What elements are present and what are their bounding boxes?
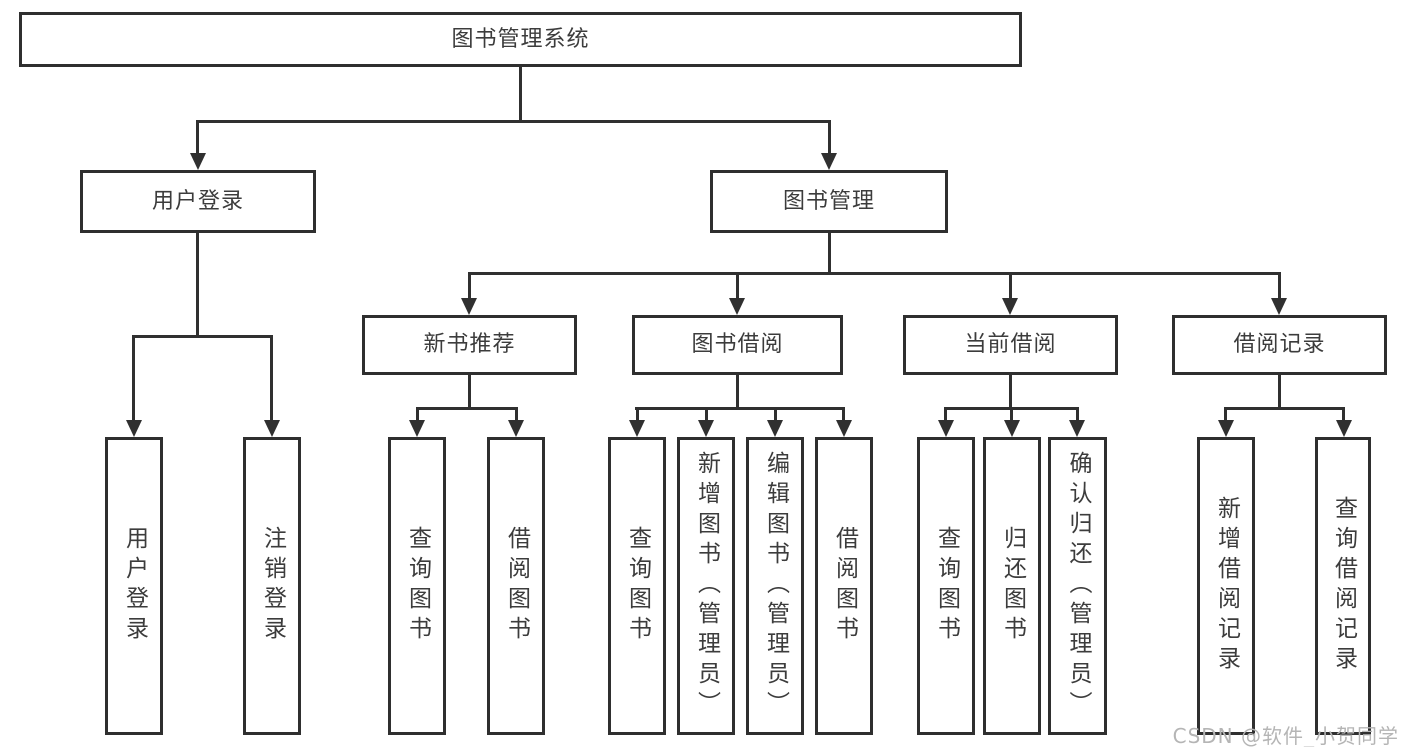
connector-drop-leaf xyxy=(636,407,639,422)
arrow-down-icon xyxy=(461,298,477,315)
connector-drop-leaf xyxy=(774,407,777,422)
arrow-down-icon xyxy=(1218,420,1234,437)
arrow-down-icon xyxy=(1002,298,1018,315)
arrow-down-icon xyxy=(1004,420,1020,437)
node-new-book-recommend: 新书推荐 xyxy=(362,315,577,375)
connector-drop-leaf xyxy=(1342,407,1345,422)
connector-rail-book-management xyxy=(468,272,1281,275)
connector-stem-book-management xyxy=(828,233,831,275)
connector-drop-leaf xyxy=(1224,407,1227,422)
connector-rail-level2 xyxy=(197,120,831,123)
connector-drop-leaf xyxy=(705,407,708,422)
connector-drop-leaf xyxy=(416,407,419,422)
leaf-add-borrow-record: 新增借阅记录 xyxy=(1197,437,1255,735)
leaf-logout: 注销登录 xyxy=(243,437,301,735)
node-book-borrowing: 图书借阅 xyxy=(632,315,843,375)
arrow-down-icon xyxy=(836,420,852,437)
connector-drop-leaf xyxy=(515,407,518,422)
arrow-down-icon xyxy=(629,420,645,437)
connector-drop-current-borrowing xyxy=(1009,272,1012,300)
connector-stem-user-login xyxy=(196,233,199,337)
node-book-management: 图书管理 xyxy=(710,170,948,233)
arrow-down-icon xyxy=(938,420,954,437)
leaf-query-books-recommend: 查询图书 xyxy=(388,437,446,735)
connector-stem-root xyxy=(519,67,522,123)
connector-drop-leaf xyxy=(1010,407,1013,422)
node-root-system: 图书管理系统 xyxy=(19,12,1022,67)
leaf-query-borrow-record: 查询借阅记录 xyxy=(1315,437,1371,735)
arrow-down-icon xyxy=(1336,420,1352,437)
connector-stem-book-borrowing xyxy=(736,375,739,409)
connector-rail-book-borrowing xyxy=(635,407,845,410)
arrow-down-icon xyxy=(190,153,206,170)
connector-drop-leaf xyxy=(944,407,947,422)
node-user-login: 用户登录 xyxy=(80,170,316,233)
arrow-down-icon xyxy=(1271,298,1287,315)
leaf-add-books-admin: 新增图书（管理员） xyxy=(677,437,735,735)
leaf-query-books-borrowing: 查询图书 xyxy=(608,437,666,735)
connector-stem-current-borrowing xyxy=(1009,375,1012,409)
leaf-edit-books-admin: 编辑图书（管理员） xyxy=(746,437,804,735)
arrow-down-icon xyxy=(767,420,783,437)
connector-drop-book-management xyxy=(828,120,831,155)
arrow-down-icon xyxy=(126,420,142,437)
connector-drop-user-login xyxy=(196,120,199,155)
connector-drop-new-book-recommend xyxy=(468,272,471,300)
leaf-return-books: 归还图书 xyxy=(983,437,1041,735)
connector-rail-user-login xyxy=(132,335,273,338)
node-borrowing-records: 借阅记录 xyxy=(1172,315,1387,375)
connector-drop-borrowing-records xyxy=(1278,272,1281,300)
leaf-borrow-books: 借阅图书 xyxy=(815,437,873,735)
arrow-down-icon xyxy=(409,420,425,437)
node-current-borrowing: 当前借阅 xyxy=(903,315,1118,375)
arrow-down-icon xyxy=(729,298,745,315)
leaf-confirm-return-admin: 确认归还（管理员） xyxy=(1048,437,1107,735)
connector-rail-borrowing-records xyxy=(1224,407,1345,410)
connector-drop-leaf xyxy=(132,335,135,422)
connector-drop-leaf xyxy=(1076,407,1079,422)
connector-drop-leaf xyxy=(842,407,845,422)
connector-rail-new-book-recommend xyxy=(416,407,518,410)
arrow-down-icon xyxy=(264,420,280,437)
arrow-down-icon xyxy=(1069,420,1085,437)
connector-stem-new-book-recommend xyxy=(468,375,471,409)
arrow-down-icon xyxy=(698,420,714,437)
arrow-down-icon xyxy=(821,153,837,170)
connector-drop-leaf xyxy=(270,335,273,422)
watermark: CSDN @软件_小贺同学 xyxy=(1172,724,1399,747)
leaf-borrow-books-recommend: 借阅图书 xyxy=(487,437,545,735)
leaf-user-login: 用户登录 xyxy=(105,437,163,735)
leaf-query-books-current: 查询图书 xyxy=(917,437,975,735)
connector-drop-book-borrowing xyxy=(736,272,739,300)
arrow-down-icon xyxy=(508,420,524,437)
connector-stem-borrowing-records xyxy=(1278,375,1281,409)
